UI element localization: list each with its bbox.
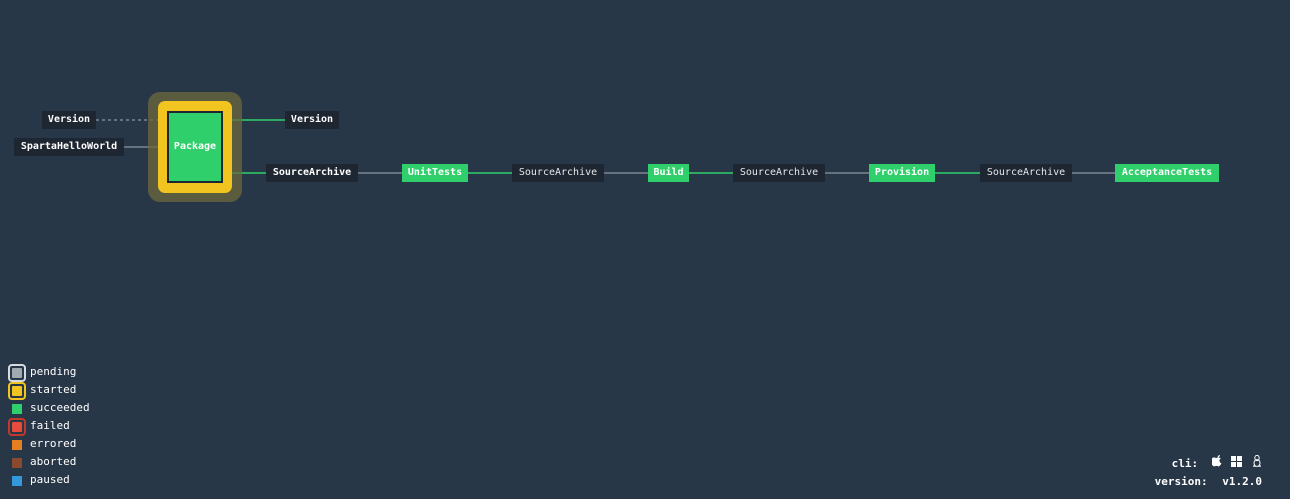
cli-label: cli: (1171, 457, 1199, 470)
resource-version-output[interactable]: Version (285, 111, 339, 129)
resource-sourcearchive-2[interactable]: SourceArchive (512, 164, 604, 182)
windows-icon[interactable] (1231, 455, 1243, 473)
failed-swatch-icon (8, 418, 26, 436)
resource-version-input[interactable]: Version (42, 111, 96, 129)
version-info: version: v1.2.0 (1155, 473, 1262, 491)
resource-sourcearchive-1[interactable]: SourceArchive (266, 164, 358, 182)
version-label: version: (1154, 475, 1208, 488)
job-unittests[interactable]: UnitTests (402, 164, 468, 182)
started-swatch-icon (8, 382, 26, 400)
legend-label: paused (30, 473, 70, 486)
apple-icon[interactable] (1210, 455, 1222, 473)
resource-spartahelloworld-input[interactable]: SpartaHelloWorld (14, 138, 124, 156)
version-value: v1.2.0 (1222, 475, 1262, 488)
legend-label: failed (30, 419, 70, 432)
resource-sourcearchive-4[interactable]: SourceArchive (980, 164, 1072, 182)
pending-swatch-icon (8, 364, 26, 382)
legend-label: pending (30, 365, 77, 378)
errored-swatch-icon (12, 440, 22, 450)
footer-info: cli: version: v1.2.0 (1155, 454, 1262, 491)
job-acceptancetests[interactable]: AcceptanceTests (1115, 164, 1219, 182)
legend-label: aborted (30, 455, 77, 468)
legend-label: succeeded (30, 401, 90, 414)
linux-icon[interactable] (1252, 454, 1262, 473)
job-provision[interactable]: Provision (869, 164, 935, 182)
succeeded-swatch-icon (12, 404, 22, 414)
resource-sourcearchive-3[interactable]: SourceArchive (733, 164, 825, 182)
job-build[interactable]: Build (648, 164, 689, 182)
aborted-swatch-icon (12, 458, 22, 468)
legend-label: started (30, 383, 77, 396)
paused-swatch-icon (12, 476, 22, 486)
job-package[interactable]: Package (167, 111, 223, 183)
cli-downloads: cli: (1155, 454, 1262, 473)
legend-label: errored (30, 437, 77, 450)
